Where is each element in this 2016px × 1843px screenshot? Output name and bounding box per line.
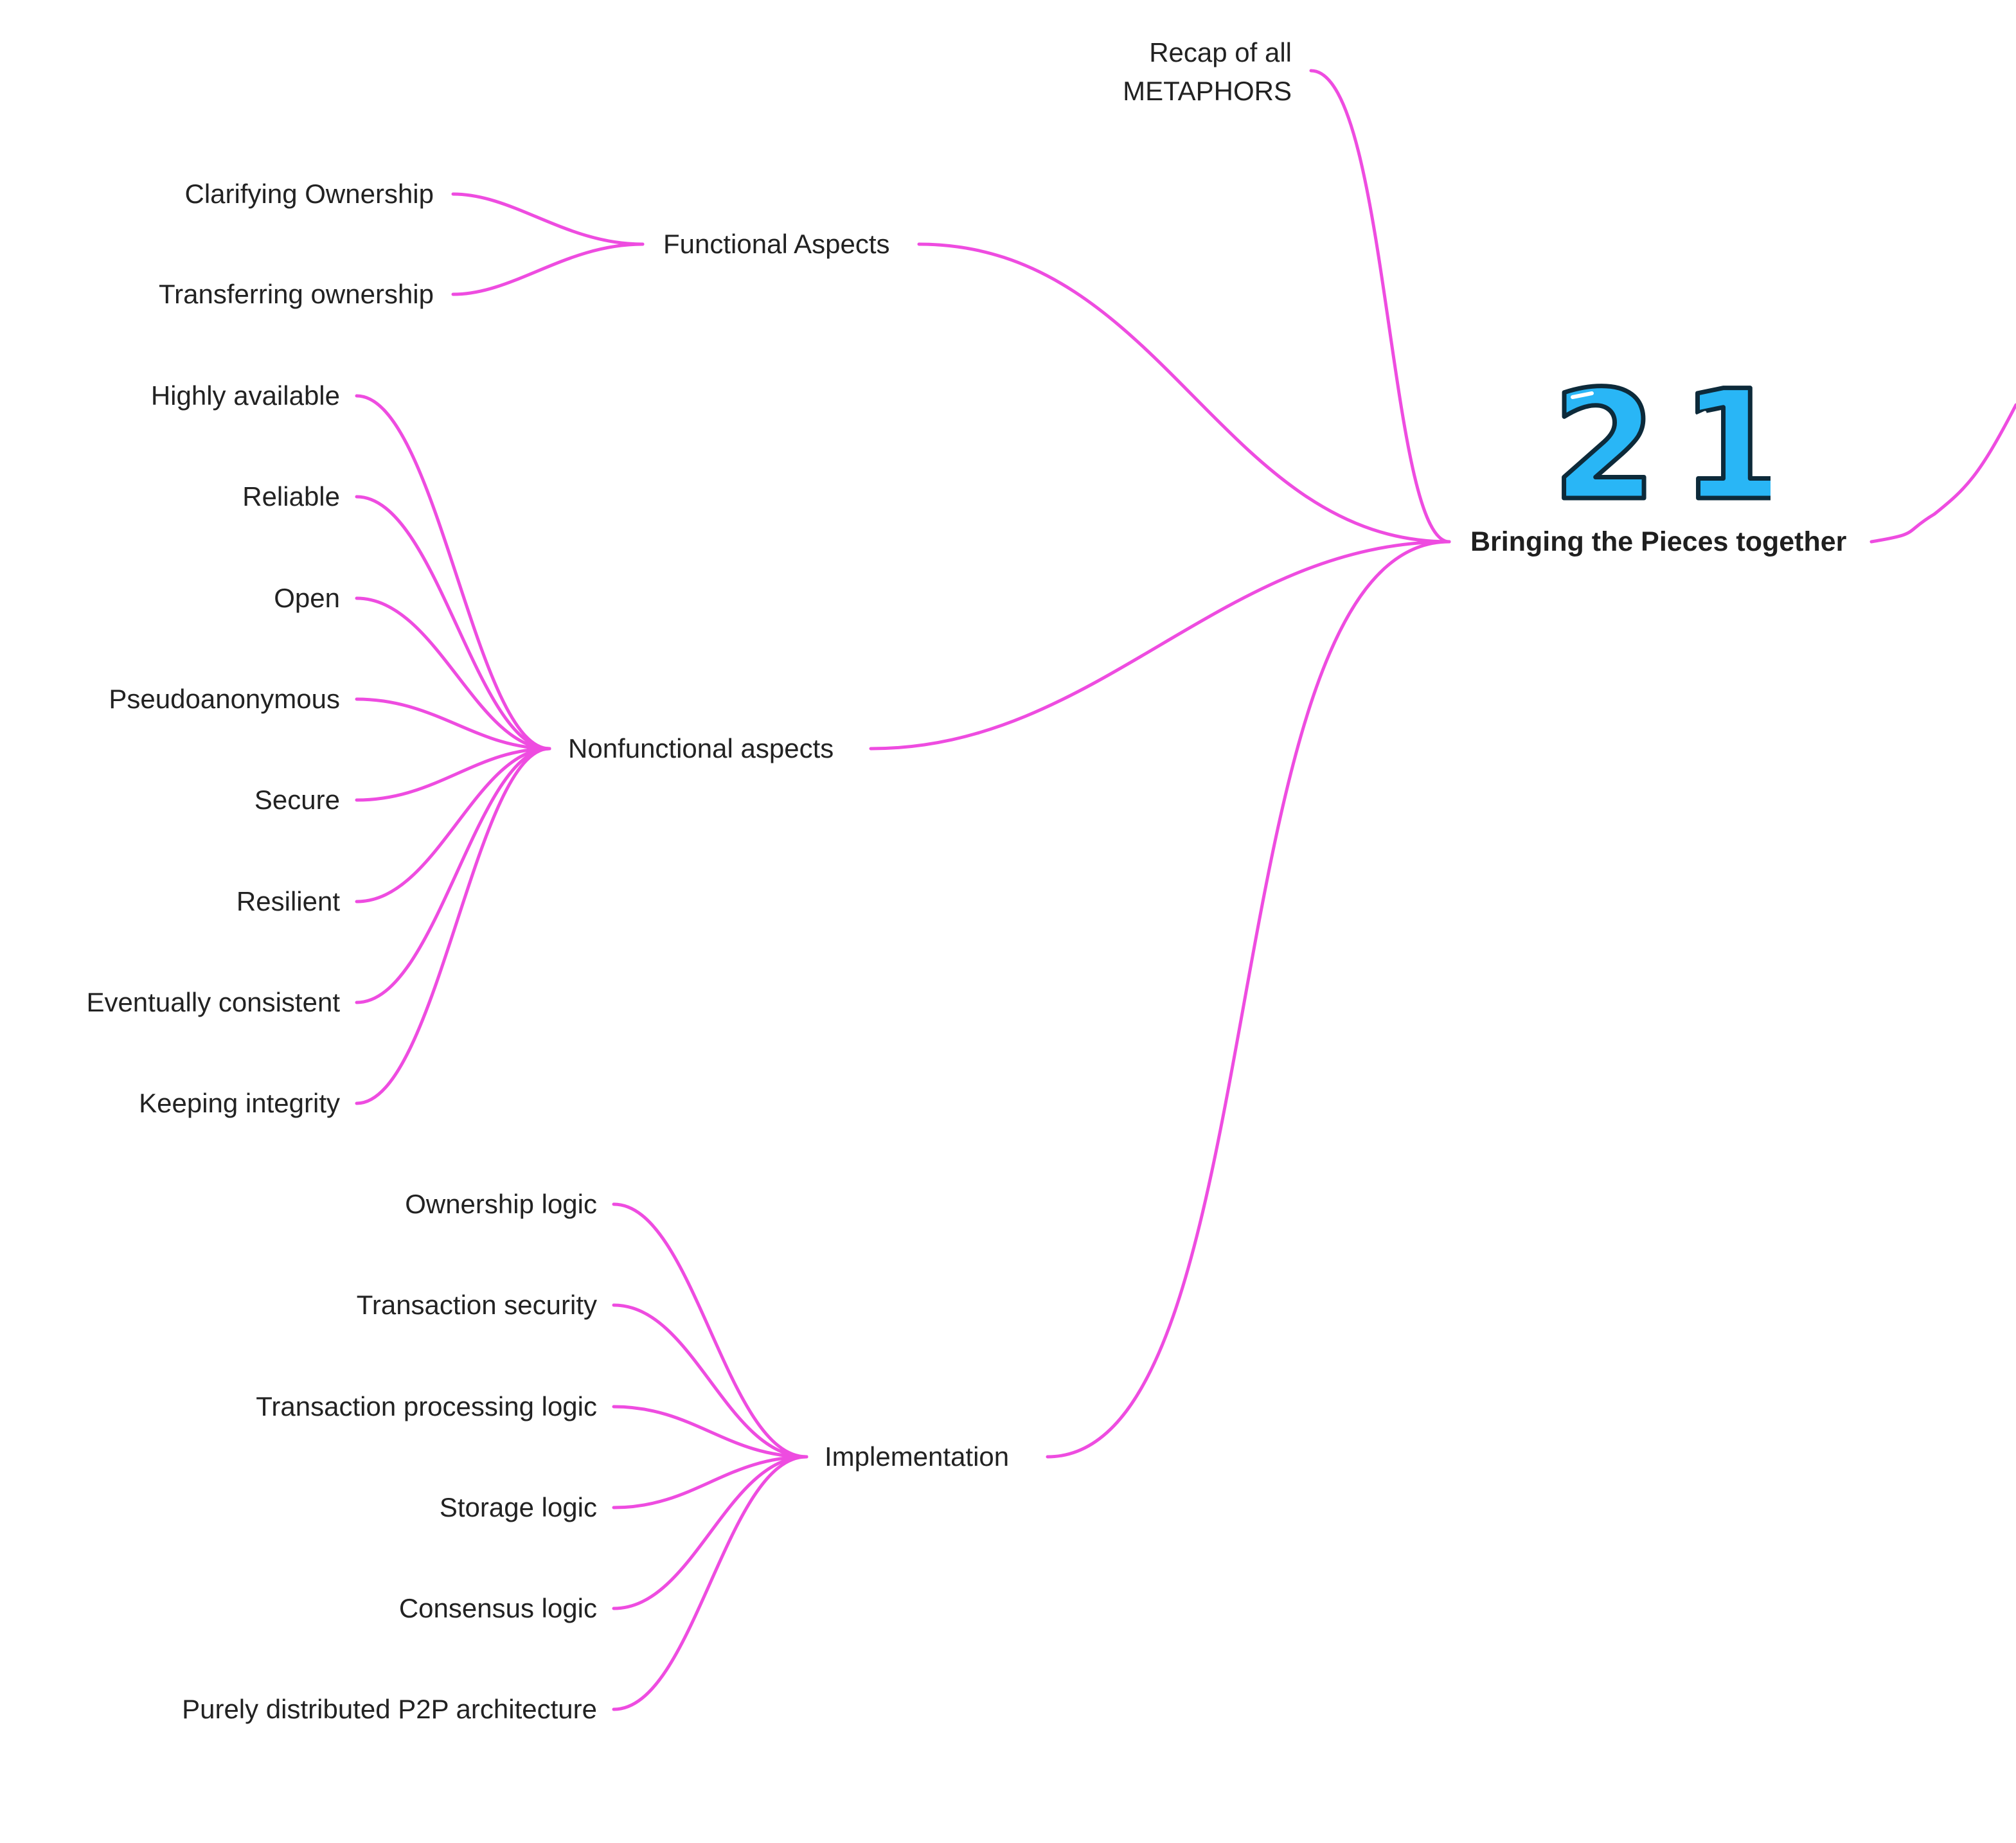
nonfunctional-aspects-node: Nonfunctional aspects (568, 733, 834, 763)
connector-implementation-5 (612, 1455, 808, 1610)
implementation-item-6: Purely distributed P2P architecture (182, 1694, 597, 1724)
connector-nonfunctional-8 (355, 747, 551, 1105)
recap-line-1: Recap of all (1149, 37, 1292, 67)
nonfunctional-item-4: Pseudoanonymous (109, 684, 340, 714)
recap-line-2: METAPHORS (1123, 76, 1292, 106)
connector-root-implementation (1046, 540, 1451, 1459)
nonfunctional-item-7: Eventually consistent (86, 987, 340, 1017)
connector-functional-1 (451, 192, 645, 246)
connector-root-offscreen (1869, 403, 2016, 544)
numbers-21-icon: 2 1 (1550, 379, 1771, 508)
connector-nonfunctional-2 (355, 495, 551, 751)
functional-aspects-node: Functional Aspects (663, 229, 890, 259)
connector-implementation-4 (612, 1455, 808, 1509)
connector-nonfunctional-5 (355, 747, 551, 802)
implementation-item-3: Transaction processing logic (256, 1391, 597, 1421)
nonfunctional-item-5: Secure (254, 785, 340, 815)
implementation-item-5: Consensus logic (398, 1593, 597, 1623)
connector-root-recap (1309, 69, 1451, 544)
implementation-node: Implementation (825, 1441, 1010, 1472)
connector-nonfunctional-7 (355, 747, 551, 1004)
nonfunctional-item-1: Highly available (150, 380, 340, 411)
connector-functional-2 (451, 242, 645, 296)
svg-text:1: 1 (1681, 379, 1771, 508)
connector-root-functional (917, 242, 1451, 544)
nonfunctional-item-3: Open (274, 583, 340, 613)
implementation-item-2: Transaction security (356, 1290, 597, 1320)
nonfunctional-item-8: Keeping integrity (139, 1088, 340, 1118)
recap-node: Recap of all METAPHORS (1123, 33, 1292, 111)
root-node-label: Bringing the Pieces together (1470, 526, 1847, 557)
connector-nonfunctional-3 (355, 596, 551, 751)
nonfunctional-item-6: Resilient (236, 886, 340, 916)
connector-nonfunctional-4 (355, 697, 551, 751)
nonfunctional-item-2: Reliable (242, 481, 340, 512)
connector-nonfunctional-1 (355, 394, 551, 751)
functional-item-1: Clarifying Ownership (184, 179, 434, 209)
functional-item-2: Transferring ownership (159, 279, 434, 309)
connector-implementation-2 (612, 1303, 808, 1459)
implementation-item-4: Storage logic (439, 1492, 597, 1522)
connector-implementation-1 (612, 1202, 808, 1459)
svg-text:2: 2 (1552, 379, 1657, 508)
connector-nonfunctional-6 (355, 747, 551, 904)
connector-implementation-6 (612, 1455, 808, 1711)
connector-root-nonfunctional (869, 540, 1451, 751)
connector-implementation-3 (612, 1405, 808, 1459)
implementation-item-1: Ownership logic (405, 1189, 597, 1219)
